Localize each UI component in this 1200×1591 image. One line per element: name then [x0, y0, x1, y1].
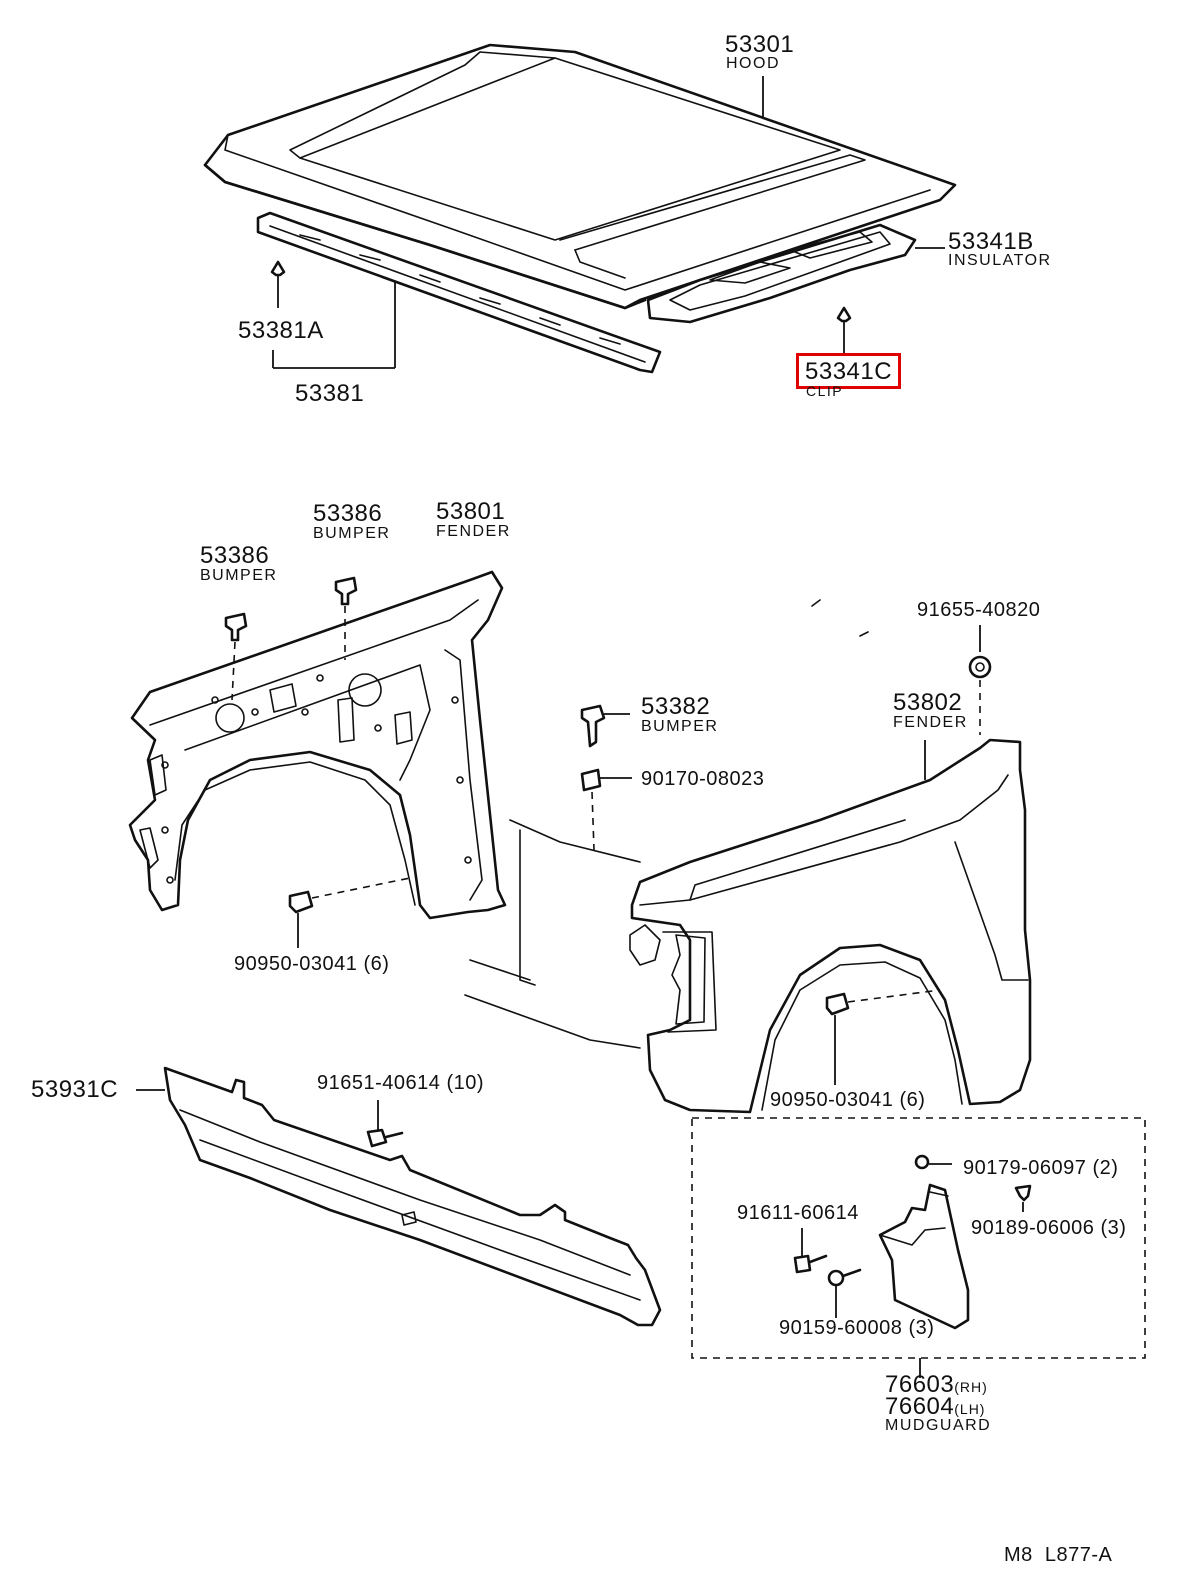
hood-drawing — [203, 43, 957, 310]
fender-53801-drawing — [128, 570, 507, 920]
hood-part-number: 53301 — [725, 31, 795, 58]
insulator-part-number: 53341B — [948, 228, 1034, 255]
nut-90950-right-drawing — [825, 989, 941, 1085]
mudguard-lh-part-number: 76604 — [885, 1393, 955, 1420]
clip-90189-label: 90189-06006 (3) — [971, 1218, 1126, 1238]
fender-53801-part-number: 53801 — [436, 498, 506, 525]
nut-90179-part-number: 90179-06097 — [963, 1157, 1087, 1179]
clip-90189-part-number: 90189-06006 — [971, 1217, 1095, 1239]
panel-53931c-part-number: 53931C — [31, 1076, 119, 1103]
clip-53381a-drawing — [270, 260, 286, 308]
mudguard-lh-side: (LH) — [954, 1401, 986, 1417]
screw-90159-qty: (3) — [908, 1317, 935, 1339]
fender-53802-part-number: 53802 — [893, 689, 963, 716]
bolt-91611-drawing — [793, 1228, 828, 1274]
bumper-53386-right-part-name: BUMPER — [313, 525, 391, 542]
nut-90950-left-part-number: 90950-03041 — [234, 953, 358, 975]
bumper-53386-left-drawing — [224, 612, 248, 701]
clip-90189-qty: (3) — [1100, 1217, 1127, 1239]
insulator-drawing — [646, 223, 945, 324]
nut-90950-left-drawing — [288, 877, 411, 948]
cushion-90170-drawing — [580, 768, 632, 851]
clip-53341c-drawing — [836, 306, 852, 355]
seal-53381-drawing — [256, 211, 662, 374]
bumper-53386-left-part-name: BUMPER — [200, 567, 278, 584]
insulator-part-name: INSULATOR — [948, 252, 1052, 269]
nut-90950-right-qty: (6) — [899, 1089, 926, 1111]
body-outline-drawing — [464, 599, 869, 1049]
bolt-91611-part-number: 91611-60614 — [737, 1202, 859, 1224]
bolt-91651-label: 91651-40614 (10) — [317, 1073, 484, 1093]
mudguard-rh-part-number: 76603 — [885, 1371, 955, 1398]
screw-90159-label: 90159-60008 (3) — [779, 1318, 934, 1338]
bolt-91651-drawing — [366, 1100, 404, 1148]
bolt-91651-qty: (10) — [446, 1072, 485, 1094]
bumper-53382-part-name: BUMPER — [641, 718, 719, 735]
bumper-53386-right-drawing — [334, 576, 358, 660]
clip-53341c-part-name: CLIP — [806, 383, 844, 399]
bumper-53386-left-part-number: 53386 — [200, 542, 270, 569]
nut-90950-right-part-number: 90950-03041 — [770, 1089, 894, 1111]
nut-90950-left-label: 90950-03041 (6) — [234, 954, 389, 974]
mudguard-part-name: MUDGUARD — [885, 1417, 992, 1434]
nut-90950-left-qty: (6) — [363, 953, 390, 975]
nut-91655-part-number: 91655-40820 — [917, 599, 1041, 621]
footer-code: M8 L877-A — [1004, 1544, 1113, 1566]
nut-90179-qty: (2) — [1092, 1157, 1119, 1179]
mudguard-rh-side: (RH) — [954, 1379, 988, 1395]
hood-part-name: HOOD — [726, 55, 780, 72]
panel-53931c-drawing — [136, 1066, 662, 1327]
mudguard-drawing — [878, 1183, 970, 1330]
screw-90159-drawing — [827, 1268, 862, 1318]
clip-53381a-part-number: 53381A — [238, 317, 324, 344]
bumper-53382-part-number: 53382 — [641, 693, 711, 720]
bolt-91651-part-number: 91651-40614 — [317, 1072, 441, 1094]
mudguard-rh-label: 76603(RH) — [885, 1373, 988, 1397]
nut-90179-drawing — [914, 1154, 952, 1170]
bumper-53382-drawing — [580, 704, 630, 748]
clip-53341c-part-number: 53341C — [796, 353, 902, 389]
nut-91655-drawing — [968, 625, 992, 735]
fender-53802-part-name: FENDER — [893, 714, 968, 731]
nut-90179-label: 90179-06097 (2) — [963, 1158, 1118, 1178]
fender-53801-part-name: FENDER — [436, 523, 511, 540]
bumper-53386-right-part-number: 53386 — [313, 500, 383, 527]
cushion-90170-part-number: 90170-08023 — [641, 768, 765, 790]
seal-53381-part-number: 53381 — [295, 380, 365, 407]
mudguard-group-box — [691, 1117, 1146, 1378]
fender-53802-drawing — [630, 738, 1032, 1114]
mudguard-lh-label: 76604(LH) — [885, 1395, 985, 1419]
clip-90189-drawing — [1014, 1184, 1032, 1212]
screw-90159-part-number: 90159-60008 — [779, 1317, 903, 1339]
nut-90950-right-label: 90950-03041 (6) — [770, 1090, 925, 1110]
